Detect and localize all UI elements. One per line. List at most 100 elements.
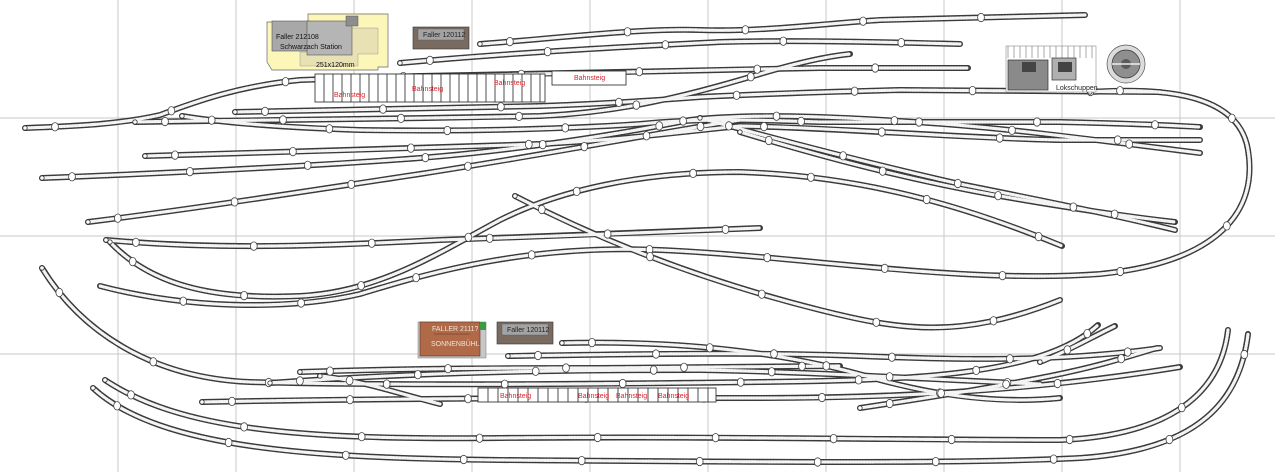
rail-joint: [161, 116, 169, 127]
rail-joint: [818, 392, 826, 403]
rail-joint: [367, 238, 376, 248]
rail-joint: [1240, 349, 1249, 360]
rail-joint: [649, 365, 658, 375]
rail-joint: [524, 139, 533, 149]
rail-joint: [240, 290, 248, 301]
rail-joint: [753, 64, 761, 74]
station-roof: [271, 20, 311, 52]
station-roof-ridge: [345, 15, 359, 27]
shed-bottom-label: Faller 120112: [507, 327, 549, 334]
rail-joint: [1033, 117, 1041, 127]
track-sleepers: [738, 130, 1177, 224]
rail-joint: [1065, 434, 1074, 445]
rail-joint: [757, 289, 766, 299]
rail-joint: [695, 456, 704, 467]
platform-bottom: Bahnsteig Bahnsteig Bahnsteig Bahnsteig: [477, 387, 717, 403]
shed-top-label: Faller 120112: [423, 32, 465, 39]
rail-joint: [543, 46, 552, 57]
track-sleepers: [104, 226, 762, 248]
turntable: [1106, 44, 1146, 84]
track-sleepers: [318, 374, 442, 406]
platform-top: Bahnsteig Bahnsteig Bahnsteig Bahnsteig: [314, 70, 627, 103]
rail-joint: [527, 250, 536, 260]
rail-joint: [443, 125, 452, 136]
station-top-size: 251x120mm: [316, 62, 355, 69]
rail-joint: [763, 253, 771, 263]
rail-joint: [998, 270, 1007, 281]
rail-joint: [289, 147, 297, 157]
rail-joint: [1123, 347, 1132, 357]
track-end-buffer: [857, 405, 863, 411]
rail-joint: [854, 375, 863, 385]
track-sleepers: [40, 266, 1100, 386]
rail-joint: [850, 86, 859, 96]
rail-joint: [1165, 434, 1174, 445]
rail-joint: [561, 123, 570, 133]
rail-joint: [859, 16, 867, 26]
rail-joint: [485, 233, 494, 243]
track-end-buffer: [477, 41, 483, 47]
rail-joint: [475, 433, 484, 443]
track-end-buffer: [697, 115, 703, 121]
rail-joint: [326, 366, 334, 376]
track-end-buffer: [107, 239, 113, 245]
rail-joint: [1049, 454, 1058, 464]
rail-joint: [679, 116, 687, 126]
rail-joint: [922, 194, 931, 205]
rail-joint: [51, 122, 59, 132]
rail-joint: [506, 36, 514, 47]
rail-joint: [721, 224, 730, 234]
track-end-buffer: [267, 380, 273, 386]
rail-joint: [382, 379, 391, 389]
rail-joint: [680, 362, 688, 372]
rail-joint: [515, 111, 523, 122]
track-sleepers: [513, 194, 1062, 330]
rail-joint: [1228, 113, 1236, 123]
track-sleepers: [180, 114, 1202, 133]
track-end-buffer: [103, 237, 109, 243]
rail-joint: [885, 398, 894, 409]
rail-joint: [807, 172, 815, 182]
rail-joint: [562, 363, 570, 373]
rail-joint: [407, 143, 415, 153]
rail-joint: [538, 140, 547, 150]
track-sleepers: [268, 368, 1042, 386]
rail-joint: [68, 172, 76, 182]
track-sleepers: [1038, 324, 1117, 364]
rail-joint: [1006, 354, 1014, 364]
engine-shed-label: Lokschuppen: [1056, 85, 1098, 92]
rail-joint: [1178, 402, 1186, 413]
rail-joint: [186, 167, 194, 177]
rail-joint: [279, 115, 287, 125]
track-sleepers: [200, 365, 1182, 404]
rail-joint: [797, 116, 805, 127]
engine-shed: Lokschuppen: [1005, 45, 1098, 93]
track-sleepers: [91, 332, 1250, 464]
rail-joint: [580, 142, 589, 152]
rail-joint: [1034, 232, 1043, 242]
track-end-buffer: [559, 340, 565, 346]
rail-joint: [128, 256, 137, 267]
rail-joint: [1113, 135, 1122, 145]
rail-joint: [413, 370, 422, 380]
track-end-buffer: [39, 265, 45, 271]
track-end-buffer: [39, 175, 45, 181]
platform-top-label-3: Bahnsteig: [494, 80, 525, 87]
rail-joint: [1125, 139, 1133, 149]
rail-joint: [897, 37, 906, 48]
track-end-buffer: [132, 119, 138, 125]
track-end-buffer: [102, 377, 108, 383]
rail-joint: [444, 364, 452, 374]
rail-joint: [228, 396, 236, 406]
rail-joint: [497, 102, 505, 112]
rail-joint: [767, 367, 776, 377]
rail-joint: [972, 365, 980, 375]
rail-joint: [995, 133, 1004, 143]
track-sleepers: [133, 52, 852, 124]
rail-joint: [635, 67, 644, 77]
rail-joint: [770, 349, 778, 359]
rail-joint: [947, 434, 956, 445]
rail-joint: [885, 372, 894, 382]
rail-joint: [346, 395, 354, 405]
